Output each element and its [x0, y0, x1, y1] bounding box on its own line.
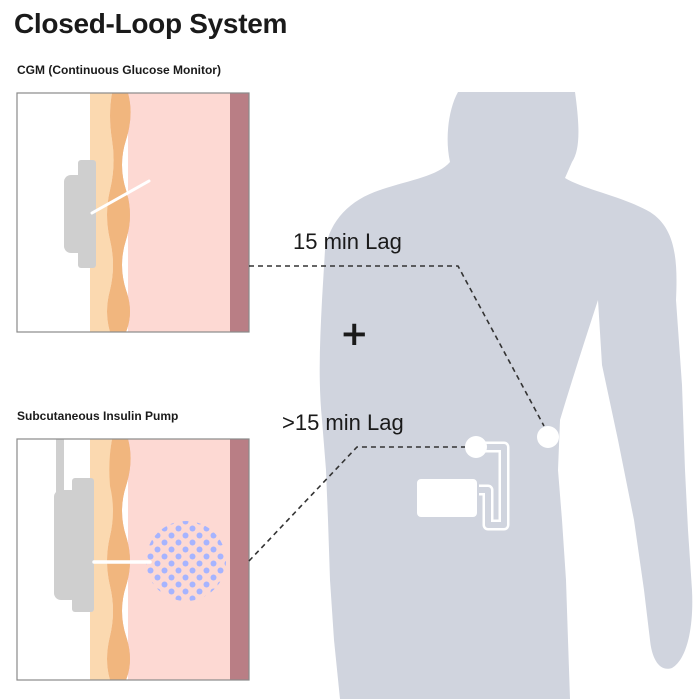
- tissue-layer: [128, 93, 230, 332]
- pump-skin-panel: [16, 438, 250, 681]
- pump-infusion-base: [72, 478, 94, 612]
- body-pump-tubing-inner: [470, 444, 507, 528]
- pump-lag-label: >15 min Lag: [282, 410, 404, 435]
- pump-panel-label: Subcutaneous Insulin Pump: [17, 409, 179, 423]
- fat-layer: [107, 439, 131, 680]
- pump-infusion-site: [465, 436, 487, 458]
- human-body-silhouette: [319, 92, 693, 699]
- cgm-leader-line: [249, 265, 545, 427]
- insulin-pump-body: [415, 477, 479, 519]
- pump-leader-line: [248, 446, 465, 562]
- skin-outer-layer: [90, 439, 114, 680]
- muscle-layer: [230, 93, 249, 332]
- muscle-layer: [230, 439, 249, 680]
- cgm-skin-panel: [16, 92, 250, 333]
- skin-outer-layer: [90, 93, 114, 332]
- cgm-panel-label: CGM (Continuous Glucose Monitor): [17, 63, 221, 77]
- cgm-sensor-base: [78, 160, 96, 268]
- plus-sign: +: [340, 314, 369, 354]
- cgm-filament: [90, 179, 151, 215]
- cgm-lag-label: 15 min Lag: [293, 229, 402, 254]
- body-pump-device: [415, 436, 510, 531]
- insulin-depot: [146, 521, 226, 601]
- fat-layer: [107, 93, 131, 332]
- cgm-sensor-site: [537, 426, 559, 448]
- page-title: Closed-Loop System: [14, 8, 288, 39]
